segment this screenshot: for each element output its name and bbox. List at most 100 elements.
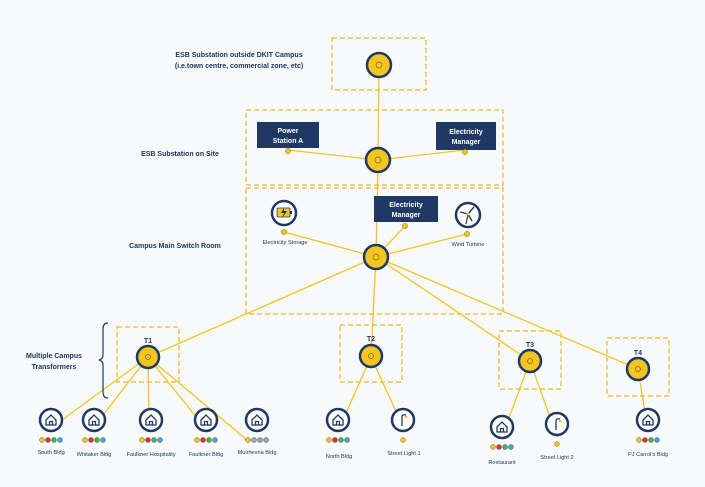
building-circle: [489, 414, 515, 440]
line-storage-to-switch: [283, 231, 377, 258]
building-circle: [544, 411, 570, 437]
building-pj[interactable]: PJ Carrol's Bldg: [628, 407, 668, 458]
zone-t2: [339, 324, 403, 383]
line-t1-muirhevna: [147, 356, 248, 441]
street-light-icon: [555, 418, 561, 430]
transformer-label-t3: T3: [526, 342, 534, 349]
status-dot: [338, 437, 344, 443]
status-dot: [194, 437, 200, 443]
connector-dot: [462, 149, 468, 155]
status-dot: [139, 437, 145, 443]
status-dot: [45, 437, 51, 443]
esb-outside-label-1: ESB Substation outside DKIT Campus: [175, 52, 302, 59]
main-switch-node[interactable]: [362, 243, 390, 271]
line-turbine-to-switch: [375, 233, 468, 258]
house-icon: [496, 421, 508, 433]
status-dot: [332, 437, 338, 443]
multiple-transformers-label-2: Transformers: [32, 364, 77, 371]
power-station-label-1: Power: [277, 128, 298, 135]
transformer-label-t1: T1: [144, 338, 152, 345]
electricity-storage-icon[interactable]: [270, 199, 298, 227]
building-label-faulkner: Faulkner Bldg: [189, 452, 224, 458]
building-label-north: North Bldg: [326, 454, 352, 460]
status-dot: [490, 444, 496, 450]
lamp-dot: [558, 419, 562, 423]
building-north[interactable]: North Bldg: [325, 407, 352, 460]
lamp-dot: [404, 415, 408, 419]
zone-t4: [606, 337, 670, 397]
building-label-restaurant: Restaurant: [488, 460, 516, 466]
power-station-label-2: Station A: [273, 138, 303, 145]
elec-manager-top-label-2: Manager: [452, 139, 481, 146]
building-label-pj: PJ Carrol's Bldg: [628, 452, 668, 458]
transformer-t2[interactable]: T2: [358, 336, 384, 369]
building-label-whitaker: Whitaker Bldg: [77, 452, 112, 458]
building-faulkner[interactable]: Faulkner Bldg: [189, 407, 224, 458]
transformers-bracket: [98, 322, 109, 399]
zone-esb-on-site: [245, 109, 504, 186]
building-circle: [635, 407, 661, 433]
status-dot: [94, 437, 100, 443]
building-street2[interactable]: Street Light 2: [540, 411, 574, 461]
street-light-icon: [401, 414, 407, 426]
status-dot: [88, 437, 94, 443]
wind-turbine-label: Wind Turbine: [452, 242, 485, 248]
status-dot: [263, 437, 269, 443]
status-dot: [344, 437, 350, 443]
line-switch-to-t2: [370, 256, 377, 358]
building-circle: [81, 407, 107, 433]
building-circle: [244, 407, 270, 433]
building-street1[interactable]: Street Light 1: [387, 407, 421, 457]
line-switch-to-t4: [375, 256, 639, 370]
house-icon: [332, 414, 344, 426]
building-faulkner_hosp[interactable]: Faulkner Hospitality: [126, 407, 176, 458]
esb-outside-label-2: (i.e.town centre, commercial zone, etc): [175, 63, 303, 70]
status-dot: [654, 437, 660, 443]
electricity-manager-mid-box: Electricity Manager: [374, 196, 438, 222]
building-label-south: South Bldg: [37, 450, 64, 456]
transformer-t4[interactable]: T4: [625, 350, 651, 382]
transformer-t3[interactable]: T3: [517, 342, 543, 374]
substation-nodes: [362, 51, 393, 271]
elec-manager-top-label-1: Electricity: [449, 129, 483, 136]
connector-dot: [400, 437, 406, 443]
building-label-muirhevna: Muirhevna Bldg: [238, 450, 277, 456]
buildings-layer: South Bldg Whitaker Bldg Faulkner Hospital…: [37, 407, 668, 466]
esb-outside-node[interactable]: [365, 51, 393, 79]
status-dot: [508, 444, 514, 450]
building-restaurant[interactable]: Restaurant: [488, 414, 516, 466]
connector-dot: [402, 223, 408, 229]
line-t1-south: [50, 356, 149, 429]
status-dot: [39, 437, 45, 443]
wind-turbine-icon[interactable]: [454, 201, 482, 229]
transformer-label-t2: T2: [367, 336, 375, 343]
status-dot: [642, 437, 648, 443]
status-dot: [157, 437, 163, 443]
building-circle: [38, 407, 64, 433]
building-circle: [325, 407, 351, 433]
line-power-station-to-site: [287, 149, 379, 161]
line-manager-to-site: [377, 149, 466, 161]
electricity-storage-label: Electricity Storage: [262, 240, 307, 246]
building-muirhevna[interactable]: Muirhevna Bldg: [238, 407, 277, 456]
line-switch-to-t1: [147, 256, 377, 358]
line-outside-to-site: [377, 64, 380, 161]
building-whitaker[interactable]: Whitaker Bldg: [77, 407, 112, 458]
status-dot: [245, 437, 251, 443]
line-switch-to-t3: [375, 256, 531, 362]
status-dot: [145, 437, 151, 443]
status-dot: [212, 437, 218, 443]
connector-dot: [285, 148, 291, 154]
building-circle: [390, 407, 416, 433]
building-south[interactable]: South Bldg: [37, 407, 65, 456]
elec-manager-mid-label-1: Electricity: [389, 202, 423, 209]
electricity-manager-top-box: Electricity Manager: [436, 122, 496, 150]
esb-site-node[interactable]: [364, 146, 392, 174]
multiple-transformers-label-1: Multiple Campus: [26, 353, 82, 360]
building-circle: [138, 407, 164, 433]
building-label-street1: Street Light 1: [387, 451, 420, 457]
power-station-box: Power Station A: [257, 122, 319, 148]
status-dot: [82, 437, 88, 443]
transformer-t1[interactable]: T1: [135, 338, 161, 370]
